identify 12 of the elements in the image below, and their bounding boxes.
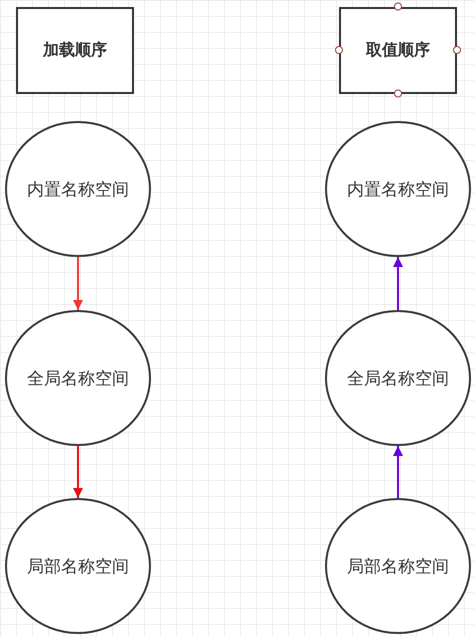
namespace-circle: 局部名称空间	[5, 498, 151, 634]
arrow	[393, 446, 403, 498]
arrow	[73, 446, 83, 498]
namespace-circle: 全局名称空间	[5, 310, 151, 446]
namespace-circle: 局部名称空间	[325, 498, 471, 634]
namespace-circle: 内置名称空间	[325, 121, 471, 257]
namespace-circle: 全局名称空间	[325, 310, 471, 446]
namespace-circle: 内置名称空间	[5, 121, 151, 257]
title-box: 加载顺序	[16, 6, 134, 94]
arrow	[73, 257, 83, 310]
arrow	[393, 257, 403, 310]
title-box: 取值顺序	[339, 6, 457, 94]
